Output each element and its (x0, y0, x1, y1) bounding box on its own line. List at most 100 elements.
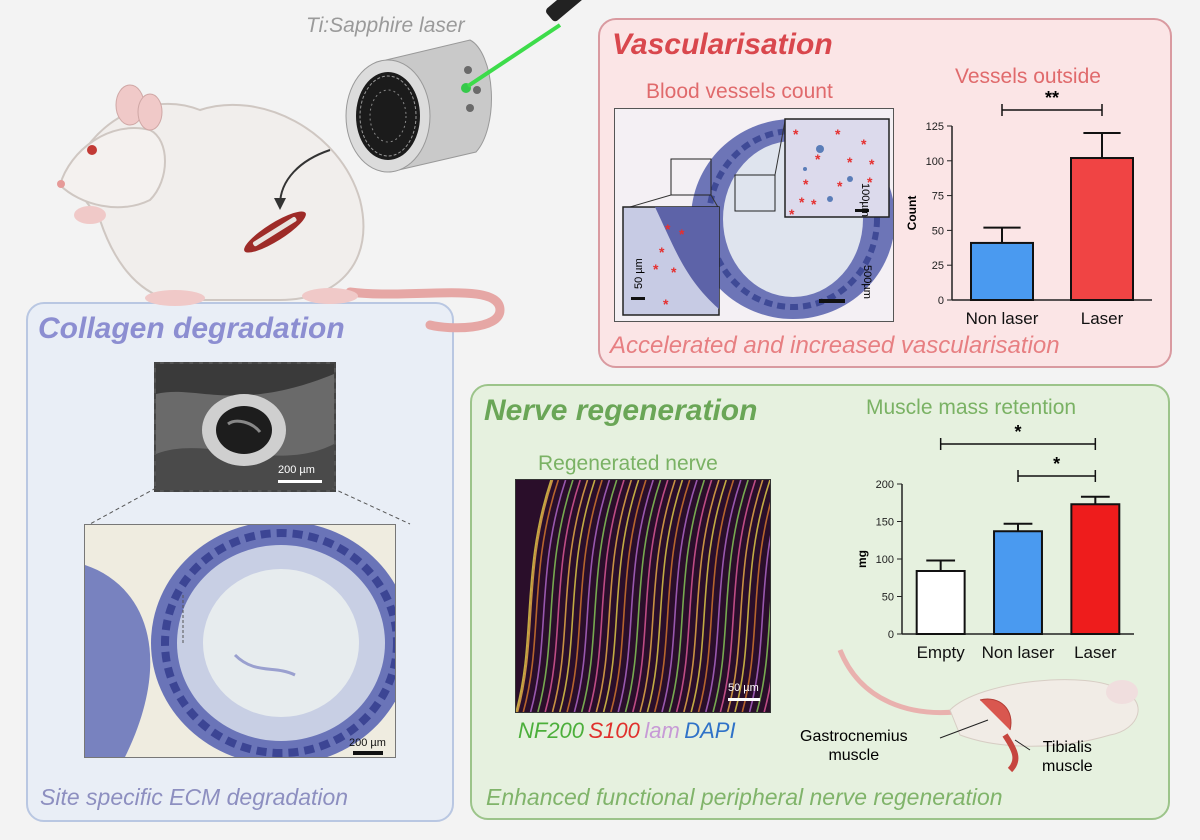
bar-non-laser (970, 241, 1034, 301)
vessels-outside-title: Vessels outside (955, 65, 1101, 88)
nerve-fibre (529, 480, 567, 712)
laser-beam (466, 23, 562, 88)
y-tick-label: 0 (938, 295, 944, 307)
blood-vessels-micrograph: *** *** *** *** *** *** 100µm 50 µm 500µ… (614, 108, 894, 322)
nerve-fibre (690, 480, 727, 712)
arrow (279, 149, 331, 206)
tibialis-label: Tibialis muscle (1042, 739, 1093, 775)
stain-legend: NF200 S100 lam DAPI (518, 718, 736, 744)
category-label: Non laser (966, 309, 1039, 328)
y-tick-label: 150 (876, 517, 894, 529)
category-label: Non laser (982, 643, 1055, 662)
significance-label: ** (1045, 88, 1059, 108)
nerve-fibre (741, 501, 770, 712)
svg-text:*: * (679, 226, 685, 242)
bar-empty (915, 570, 966, 635)
nerve-fibre (559, 480, 596, 712)
y-tick-label: 50 (932, 225, 944, 237)
svg-text:*: * (803, 176, 809, 192)
laser-label: Ti:Sapphire laser (306, 14, 465, 37)
nerve-fibre (748, 535, 770, 712)
y-tick-label: 125 (926, 121, 944, 133)
stain-dapi: DAPI (684, 718, 736, 743)
regenerated-nerve-image: 50 µm (515, 479, 771, 713)
stain-nf200: NF200 (518, 718, 585, 743)
histology-micrograph: 200 µm (84, 524, 396, 758)
bar-non-laser (993, 530, 1043, 635)
nerve-fibre (712, 480, 749, 712)
nerve-fibre (617, 480, 654, 712)
svg-text:*: * (663, 296, 669, 312)
nerve-fibre (624, 480, 662, 712)
nerve-footer: Enhanced functional peripheral nerve reg… (486, 784, 1003, 810)
rat-implant-illustration (57, 0, 600, 333)
nerve-title: Nerve regeneration (484, 394, 758, 427)
svg-text:*: * (815, 151, 821, 167)
y-tick-label: 0 (888, 629, 894, 641)
nerve-scale-bar (728, 698, 760, 701)
svg-text:*: * (671, 264, 677, 280)
rat-head (58, 127, 166, 209)
significance-label: * (1053, 454, 1060, 474)
nerve-fibre (551, 480, 589, 712)
nerve-fibre (580, 480, 618, 712)
conduit (345, 39, 492, 173)
nerve-fibre (639, 480, 676, 712)
svg-text:*: * (837, 178, 843, 194)
gastrocnemius-muscle-shape (979, 698, 1012, 731)
y-tick-label: 50 (882, 592, 894, 604)
nerve-fibre (602, 480, 640, 712)
category-label: Empty (917, 643, 966, 662)
zoom-lines (89, 487, 411, 525)
nerve-fibre (734, 480, 770, 712)
svg-text:*: * (665, 221, 671, 237)
y-tick-label: 100 (926, 156, 944, 168)
scale-bar-100-label: 100µm (859, 183, 871, 217)
nerve-fibre (522, 480, 560, 712)
svg-text:*: * (799, 194, 805, 210)
stain-lam: lam (644, 718, 680, 743)
vascularisation-footer: Accelerated and increased vascularisatio… (610, 332, 1060, 359)
nerve-fibre (646, 480, 684, 712)
svg-text:*: * (847, 154, 853, 170)
rat-tail (345, 287, 505, 333)
significance-label: * (1014, 422, 1021, 442)
category-label: Laser (1081, 309, 1124, 328)
svg-text:*: * (653, 261, 659, 277)
nerve-scale-label: 50 µm (728, 682, 759, 694)
bar-laser (1070, 157, 1134, 301)
nerve-fibre (516, 480, 552, 712)
nerve-fibre (726, 480, 764, 712)
incision-site (244, 211, 306, 253)
nerve-fibre (544, 480, 581, 712)
regenerated-nerve-title: Regenerated nerve (538, 452, 718, 475)
y-axis-label: Count (905, 196, 919, 231)
bar-laser (1070, 503, 1121, 635)
nerve-fibre (683, 480, 720, 712)
nerve-fibre (566, 480, 603, 712)
nerve-fibre (697, 480, 735, 712)
nerve-fibre (537, 480, 574, 712)
svg-text:*: * (659, 244, 665, 260)
svg-text:*: * (869, 156, 875, 172)
y-tick-label: 100 (876, 554, 894, 566)
muscle-rat-illustration (837, 649, 1139, 773)
nerve-fibre (610, 480, 647, 712)
sem-scale-label: 200 µm (278, 464, 315, 476)
nerve-fibre (653, 480, 691, 712)
svg-text:*: * (835, 126, 841, 142)
y-tick-label: 200 (876, 479, 894, 491)
muscle-mass-title: Muscle mass retention (866, 396, 1077, 419)
nerve-fibre (668, 480, 706, 712)
collagen-footer: Site specific ECM degradation (40, 784, 349, 810)
blood-vessels-count-title: Blood vessels count (646, 80, 833, 103)
nerve-fibre (595, 480, 633, 712)
nerve-fibre (588, 480, 625, 712)
histology-scale-label: 200 µm (349, 737, 386, 749)
category-label: Laser (1074, 643, 1117, 662)
sem-micrograph: 200 µm (154, 362, 336, 492)
nerve-fibre (675, 480, 713, 712)
svg-text:*: * (789, 206, 795, 222)
